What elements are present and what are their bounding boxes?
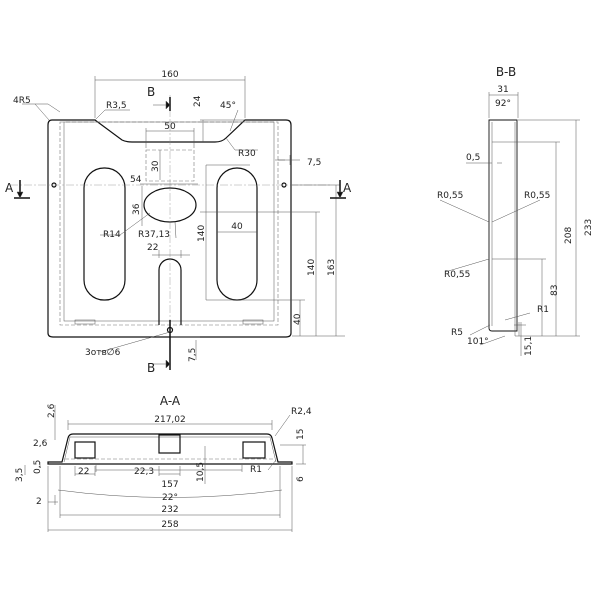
dim-7-5-top: 7,5	[307, 158, 321, 168]
dim-r5: R5	[451, 328, 463, 338]
dim-r2-4: R2,4	[291, 407, 312, 417]
dim-157: 157	[161, 480, 178, 490]
dim-r1: R1	[250, 465, 262, 475]
dim-2-6: 2,6	[33, 439, 48, 449]
dim-83: 83	[550, 285, 560, 296]
dim-holes: 3отв∅6	[85, 348, 121, 358]
dim-6: 6	[296, 476, 306, 482]
dim-163: 163	[327, 259, 337, 276]
dim-40: 40	[293, 313, 303, 325]
dim-208: 208	[564, 227, 574, 244]
section-a-label-left: A	[5, 181, 14, 195]
section-b-label-top: B	[147, 85, 155, 99]
dim-140: 140	[307, 259, 317, 276]
dim-10-5: 10,5	[196, 462, 206, 482]
dim-r0-55-left: R0,55	[437, 191, 463, 201]
dim-r0-55-right: R0,55	[524, 191, 550, 201]
dim-r3-5: R3,5	[106, 101, 127, 111]
tab-left	[74, 319, 96, 325]
section-b-label-bottom: B	[147, 361, 155, 375]
dim-3-5: 3,5	[15, 468, 25, 482]
dim-217-02: 217,02	[154, 415, 186, 425]
dim-7-5-bottom: 7,5	[188, 348, 198, 362]
right-slot	[216, 167, 258, 301]
dim-233: 233	[584, 219, 594, 236]
plan-view: 160 4R5 R3,5 24 45° 50 30 R30 7,5 54 36 …	[5, 70, 352, 375]
dim-r1: R1	[537, 305, 549, 315]
section-markers	[14, 97, 346, 370]
dim-160: 160	[161, 70, 178, 80]
dim-40-width: 40	[231, 222, 243, 232]
dim-0-5: 0,5	[33, 460, 43, 474]
section-bb-title: B-B	[496, 65, 516, 79]
dim-92deg: 92°	[495, 99, 511, 109]
dim-22: 22	[78, 467, 89, 477]
section-aa: A-A 217,02 R2,4 2,6 2,6 15 3,5 0,5 22 22…	[15, 394, 312, 532]
dim-4r5: 4R5	[13, 96, 31, 106]
dim-2-6-vertical: 2,6	[47, 403, 57, 418]
box-center	[158, 434, 181, 454]
inner-wall	[63, 121, 275, 322]
dim-22: 22	[147, 243, 158, 253]
dim-r30: R30	[238, 149, 256, 159]
dim-22deg: 22°	[162, 493, 178, 503]
dim-101deg: 101°	[467, 337, 489, 347]
plate-outline	[47, 119, 292, 338]
box-right	[242, 441, 266, 459]
dim-140-slot: 140	[197, 225, 207, 242]
dim-0-5: 0,5	[466, 153, 480, 163]
dim-24: 24	[193, 95, 203, 107]
dim-22-3: 22,3	[134, 467, 154, 477]
section-bb: B-B 31 92° 0,5 R0,55 R0,55 R0,55 208 233…	[437, 65, 594, 356]
dim-r37-13: R37,13	[138, 230, 170, 240]
section-a-label-right: A	[343, 181, 352, 195]
dim-r14: R14	[103, 230, 121, 240]
dim-50: 50	[164, 122, 176, 132]
dim-31: 31	[497, 85, 508, 95]
dim-258: 258	[161, 520, 178, 530]
dim-15-1: 15,1	[524, 336, 534, 356]
tab-right	[242, 319, 264, 325]
dim-232: 232	[161, 505, 178, 515]
dim-30: 30	[151, 160, 161, 172]
dim-36: 36	[132, 203, 142, 215]
dim-54: 54	[130, 175, 142, 185]
dim-2: 2	[36, 497, 42, 507]
section-aa-title: A-A	[160, 394, 181, 408]
box-left	[74, 441, 96, 459]
dim-r0-55-lower: R0,55	[444, 270, 470, 280]
dim-15: 15	[296, 429, 306, 440]
left-slot	[83, 167, 126, 301]
dim-45deg: 45°	[220, 101, 236, 111]
